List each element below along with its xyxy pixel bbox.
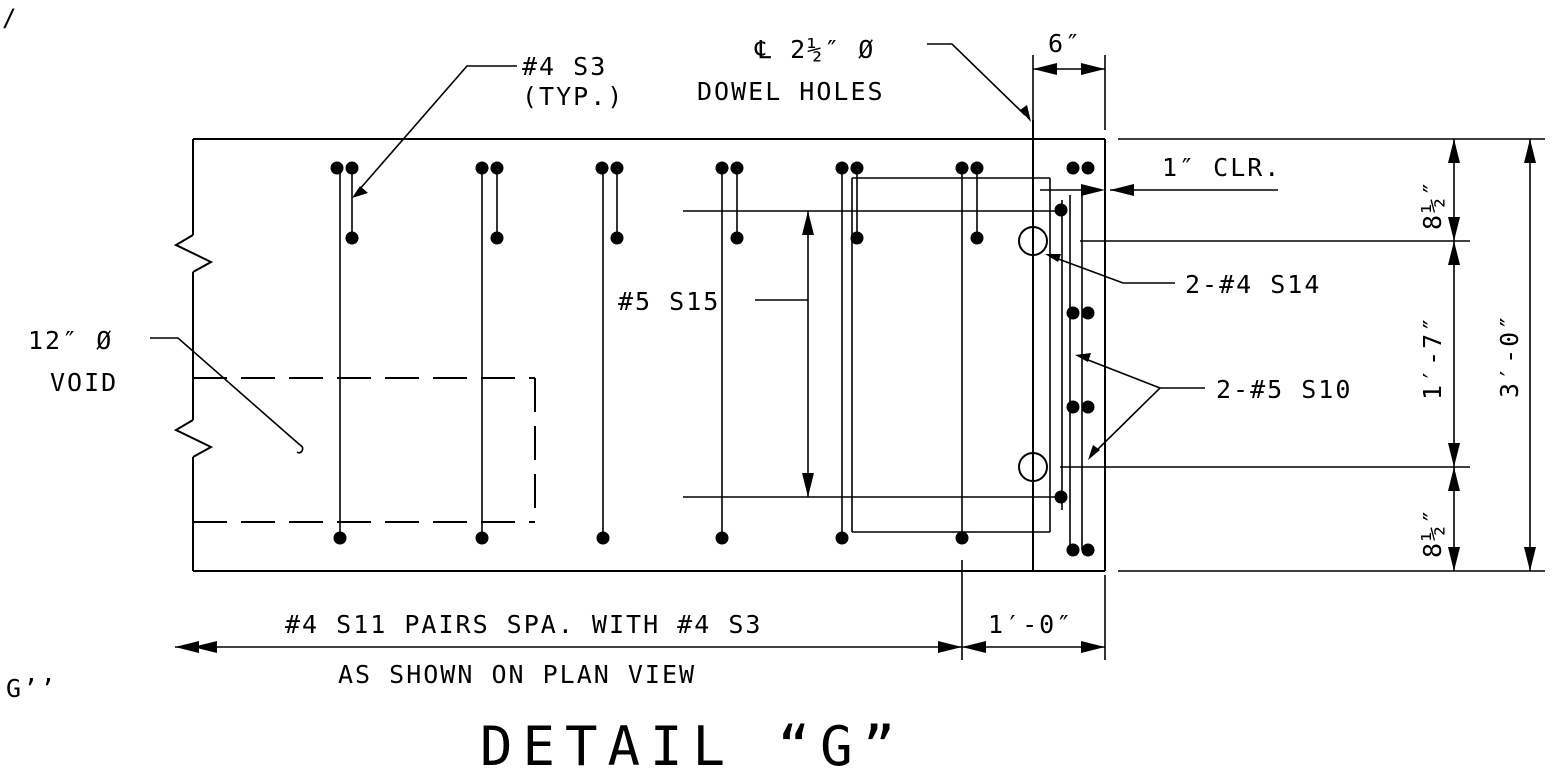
dimension-right-mid-label: 1′-7″ <box>1418 315 1447 400</box>
dimension-top-width <box>1032 55 1106 130</box>
dowel-leader <box>927 43 1026 116</box>
clear-cover-callout <box>1040 184 1278 196</box>
reinforcing-bar-dots <box>330 161 1095 557</box>
s14-leader <box>1052 256 1175 284</box>
dimension-overall-height <box>1524 139 1536 571</box>
s3-label-line1: #4 S3 <box>522 52 607 81</box>
s14-label: 2-#4 S14 <box>1185 270 1321 299</box>
s15-label: #5 S15 <box>618 287 720 316</box>
edge-fragment-left-mid: G’’ <box>6 674 57 703</box>
dowel-leader-arrow <box>1020 105 1031 122</box>
s3-label-line2: (TYP.) <box>522 82 624 111</box>
dowel-label-line2: DOWEL HOLES <box>697 77 885 106</box>
s11-bar-pairs <box>339 168 978 538</box>
s10-leader <box>1093 387 1205 454</box>
dowel-label-line1: ℄ 2½″ Ø <box>754 35 875 64</box>
s10-label: 2-#5 S10 <box>1216 375 1352 404</box>
s10-leader-arrow-1 <box>1075 353 1091 362</box>
clear-cover-label: 1″ CLR. <box>1162 153 1281 182</box>
dimension-bottom-chain <box>175 560 1106 660</box>
s3-leader-arrow <box>352 186 368 198</box>
dimension-right-bot-label: 8½″ <box>1418 507 1447 558</box>
s15-dimension <box>755 211 814 497</box>
bottom-label-line1: #4 S11 PAIRS SPA. WITH #4 S3 <box>285 610 762 639</box>
void-label-line1: 12″ Ø <box>28 326 113 355</box>
concrete-outline <box>173 138 1106 572</box>
dowel-holes <box>1018 226 1048 482</box>
void-label-line2: VOID <box>50 368 118 397</box>
dimension-top-width-label: 6″ <box>1048 29 1082 58</box>
s15-s14-s10-bars <box>683 177 1083 550</box>
dimension-right-top-label: 8½″ <box>1418 179 1447 230</box>
dimension-bottom-right-label: 1′-0″ <box>988 610 1073 639</box>
void-leader <box>150 337 301 446</box>
dimension-overall-height-label: 3′-0″ <box>1495 313 1524 398</box>
s10-leader-arrow-2 <box>1088 445 1100 460</box>
detail-title: DETAIL “G” <box>480 715 905 778</box>
dimension-right-chain <box>1060 138 1545 572</box>
bottom-label-line2: AS SHOWN ON PLAN VIEW <box>338 660 696 689</box>
void-outline <box>193 377 536 523</box>
s3-leader <box>358 65 517 191</box>
s14-leader-arrow <box>1045 254 1061 262</box>
edge-fragment-top-left: / <box>2 4 17 32</box>
